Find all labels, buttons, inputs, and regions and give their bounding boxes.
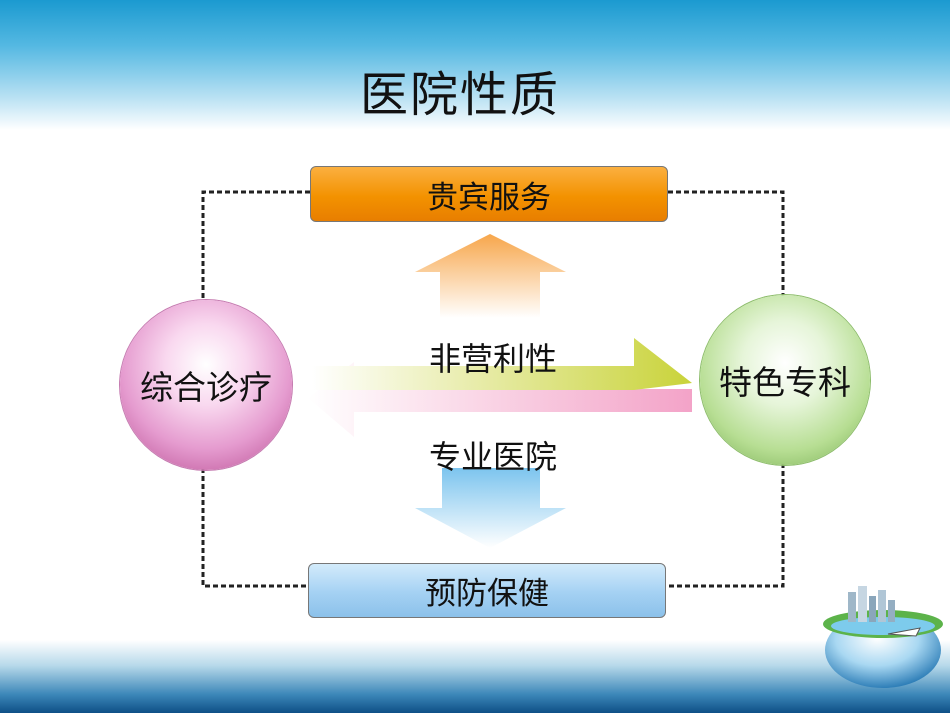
globe-city-illustration: [823, 586, 943, 688]
left-node-sphere: 综合诊疗: [120, 300, 292, 470]
top-node-box: 贵宾服务: [310, 166, 668, 222]
page-title: 医院性质: [359, 67, 560, 123]
connector-bottom-left: [201, 468, 308, 588]
right-arrow: [312, 338, 692, 390]
connector-top-left: [201, 190, 310, 302]
up-arrow: [415, 234, 566, 318]
bottom-node-box: 预防保健: [308, 563, 666, 618]
connector-top-right: [668, 190, 785, 298]
left-arrow: [308, 362, 692, 437]
down-arrow: [415, 468, 566, 548]
arrow-label-lower: 专业医院: [428, 438, 557, 476]
right-node-sphere: 特色专科: [700, 295, 870, 465]
connector-bottom-right: [666, 463, 785, 588]
footer-gradient-band: [0, 640, 950, 713]
header-gradient-band: [0, 0, 950, 130]
arrow-label-upper: 非营利性: [428, 340, 557, 378]
